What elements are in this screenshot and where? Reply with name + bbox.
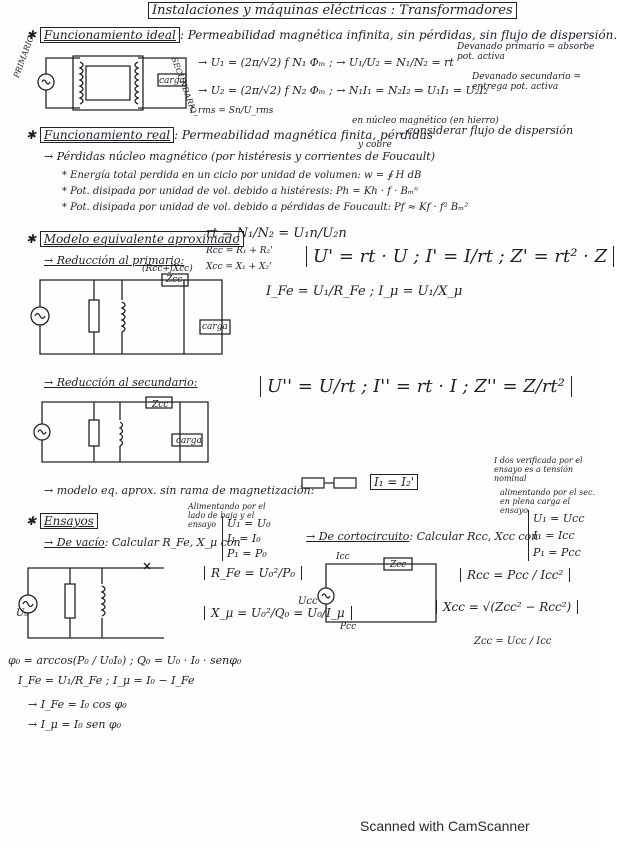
ideal-note-secundario: Devanado secundario = entrega pot. activ… bbox=[472, 72, 581, 92]
imu-sen-text: I_μ = I₀ sen φ₀ bbox=[40, 718, 122, 731]
ideal-eq-2: → U₂ = (2π/√2) f N₂ Φₘ ; → N₁I₁ = N₂I₂ ⇒… bbox=[198, 84, 488, 97]
real-text: : Permeabilidad magnética finita, pérdid… bbox=[174, 128, 434, 142]
i1-equals-i2: I₁ = I₂' bbox=[370, 474, 419, 490]
ideal-eq-1: → U₁ = (2π/√2) f N₁ Φₘ ; → U₁/U₂ = N₁/N₂… bbox=[198, 56, 454, 69]
reduccion-secundario-title: → Reducción al secundario: bbox=[44, 376, 198, 389]
vacio-cond-p: P₁ = P₀ bbox=[227, 547, 267, 560]
cc-cond-i: I₁ = Icc bbox=[533, 529, 575, 542]
heading-modelo: Modelo equivalente aproximado bbox=[39, 231, 244, 247]
ideal-irms: I_rms = Sn/U_rms bbox=[190, 106, 274, 116]
real-bullet-1: * Energía total perdida en un ciclo por … bbox=[62, 170, 422, 181]
modelo-rcc-xcc: (Rcc+jXcc) bbox=[142, 264, 193, 274]
vacio-u0-label: U₀ bbox=[16, 608, 29, 619]
ife-imu-primary: I_Fe = U₁/R_Fe ; I_μ = U₁/X_μ bbox=[266, 284, 463, 299]
ife-imu-vacio: I_Fe = U₁/R_Fe ; I_μ = I₀ − I_Fe bbox=[18, 674, 195, 687]
zcc-box-label: Zcc bbox=[166, 275, 183, 285]
carga-label-sec: carga bbox=[176, 436, 202, 446]
heading-ensayos: Ensayos bbox=[39, 513, 98, 529]
modelo-rcc: Rcc = R₁ + R₂' bbox=[206, 246, 273, 256]
cc-cond-u: U₁ = Ucc bbox=[533, 512, 585, 525]
real-bullet-2: * Pot. disipada por unidad de vol. debid… bbox=[62, 186, 419, 197]
cc-title: → De cortocircuito bbox=[306, 530, 410, 543]
cc-pcc-label: Pcc bbox=[340, 622, 357, 632]
scanned-notes-page: Instalaciones y máquinas eléctricas : Tr… bbox=[8, 2, 617, 834]
vacio-title: → De vacío bbox=[44, 536, 105, 549]
reduccion-primario-title: → Reducción al primario: bbox=[44, 254, 185, 267]
primary-reduction-circuit bbox=[26, 270, 246, 370]
ife-cos-text: I_Fe = I₀ cos φ₀ bbox=[40, 698, 127, 711]
carga-label-ideal: carga bbox=[159, 76, 185, 86]
cc-conditions: U₁ = Ucc I₁ = Icc P₁ = Pcc bbox=[528, 510, 584, 561]
section-ensayos: ✱ Ensayos bbox=[26, 513, 98, 529]
ideal-text: : Permeabilidad magnética infinita, sin … bbox=[179, 28, 617, 42]
secondary-reduction-box: U'' = U/rt ; I'' = rt · I ; Z'' = Z/rt² bbox=[260, 376, 572, 397]
section-real: ✱ Funcionamiento real: Permeabilidad mag… bbox=[26, 127, 434, 143]
simple-model-icon bbox=[300, 466, 364, 500]
secondary-reduction-eqs: U'' = U/rt ; I'' = rt · I ; Z'' = Z/rt² bbox=[260, 376, 572, 397]
cc-cond-p: P₁ = Pcc bbox=[533, 546, 581, 559]
zcc-box-label-2: Zcc bbox=[152, 400, 169, 410]
cc-line: → De cortocircuito: Calcular Rcc, Xcc co… bbox=[306, 530, 538, 543]
cc-zcc-label: Zcc bbox=[390, 560, 407, 570]
carga-label-prim: carga bbox=[202, 322, 228, 332]
note-tension-nominal: I dos verificada por el ensayo es a tens… bbox=[494, 456, 583, 483]
page-title: Instalaciones y máquinas eléctricas : Tr… bbox=[148, 2, 517, 19]
heading-real: Funcionamiento real bbox=[39, 127, 175, 143]
ife-cos: → I_Fe = I₀ cos φ₀ bbox=[28, 698, 127, 711]
camscanner-watermark: Scanned with CamScanner bbox=[360, 818, 530, 834]
vacio-circuit bbox=[14, 558, 190, 648]
real-subheading: → Pérdidas núcleo magnético (por histére… bbox=[44, 150, 435, 163]
primary-reduction-box: U' = rt · U ; I' = I/rt ; Z' = rt² · Z bbox=[306, 246, 615, 267]
modelo-rt: rt = N₁/N₂ = U₁n/U₂n bbox=[206, 226, 347, 241]
vacio-text: : Calcular R_Fe, X_μ con bbox=[104, 536, 241, 549]
secondary-reduction-circuit bbox=[30, 392, 230, 468]
vacio-line: → De vacío: Calcular R_Fe, X_μ con bbox=[44, 536, 241, 549]
zcc-equation: Zcc = Ucc / Icc bbox=[474, 636, 552, 647]
imu-sen: → I_μ = I₀ sen φ₀ bbox=[28, 718, 122, 731]
vacio-conditions: U₁ = U₀ I₁ = I₀ P₁ = P₀ bbox=[222, 516, 271, 561]
vacio-cond-i: I₁ = I₀ bbox=[227, 532, 261, 545]
ideal-transformer-diagram bbox=[18, 52, 194, 114]
rcc-equation: Rcc = Pcc / Icc² bbox=[460, 568, 571, 582]
real-text-over: en núcleo magnético (en hierro) bbox=[352, 116, 499, 126]
cc-icc-label: Icc bbox=[336, 552, 350, 562]
cc-ucc-label: Ucc bbox=[298, 596, 318, 607]
section-ideal: ✱ Funcionamiento ideal: Permeabilidad ma… bbox=[26, 27, 617, 43]
real-text-end: , considerar flujo de dispersión bbox=[400, 124, 574, 137]
real-text-under: y cobre bbox=[358, 140, 392, 150]
modelo-xcc: Xcc = X₁ + X₂' bbox=[206, 262, 272, 272]
section-modelo: ✱ Modelo equivalente aproximado bbox=[26, 231, 244, 247]
modelo-sin-rama: → modelo eq. aprox. sin rama de magnetiz… bbox=[44, 484, 315, 497]
vacio-cond-u: U₁ = U₀ bbox=[227, 517, 271, 530]
vacio-note: Alimentando por el lado de baja y el ens… bbox=[188, 502, 266, 529]
primary-reduction-eqs: U' = rt · U ; I' = I/rt ; Z' = rt² · Z bbox=[306, 246, 615, 267]
xmu-equation: X_μ = U₀²/Q₀ = U₀/I_μ bbox=[204, 606, 352, 620]
real-bullet-3: * Pot. disipada por unidad de vol. debid… bbox=[62, 202, 469, 213]
xcc-equation: Xcc = √(Zcc² − Rcc²) bbox=[436, 600, 579, 614]
ideal-note-primario: Devanado primario = absorbe pot. activa bbox=[457, 42, 595, 62]
cc-text: : Calcular Rcc, Xcc con bbox=[409, 530, 539, 543]
heading-ideal: Funcionamiento ideal bbox=[39, 27, 180, 43]
note-sec-carga: alimentando por el sec. en plena carga e… bbox=[500, 488, 595, 515]
cc-circuit bbox=[312, 552, 452, 632]
rfe-equation: R_Fe = U₀²/P₀ bbox=[204, 566, 303, 580]
phi0-equation: φ₀ = arccos(P₀ / U₀I₀) ; Q₀ = U₀ · I₀ · … bbox=[8, 654, 242, 667]
